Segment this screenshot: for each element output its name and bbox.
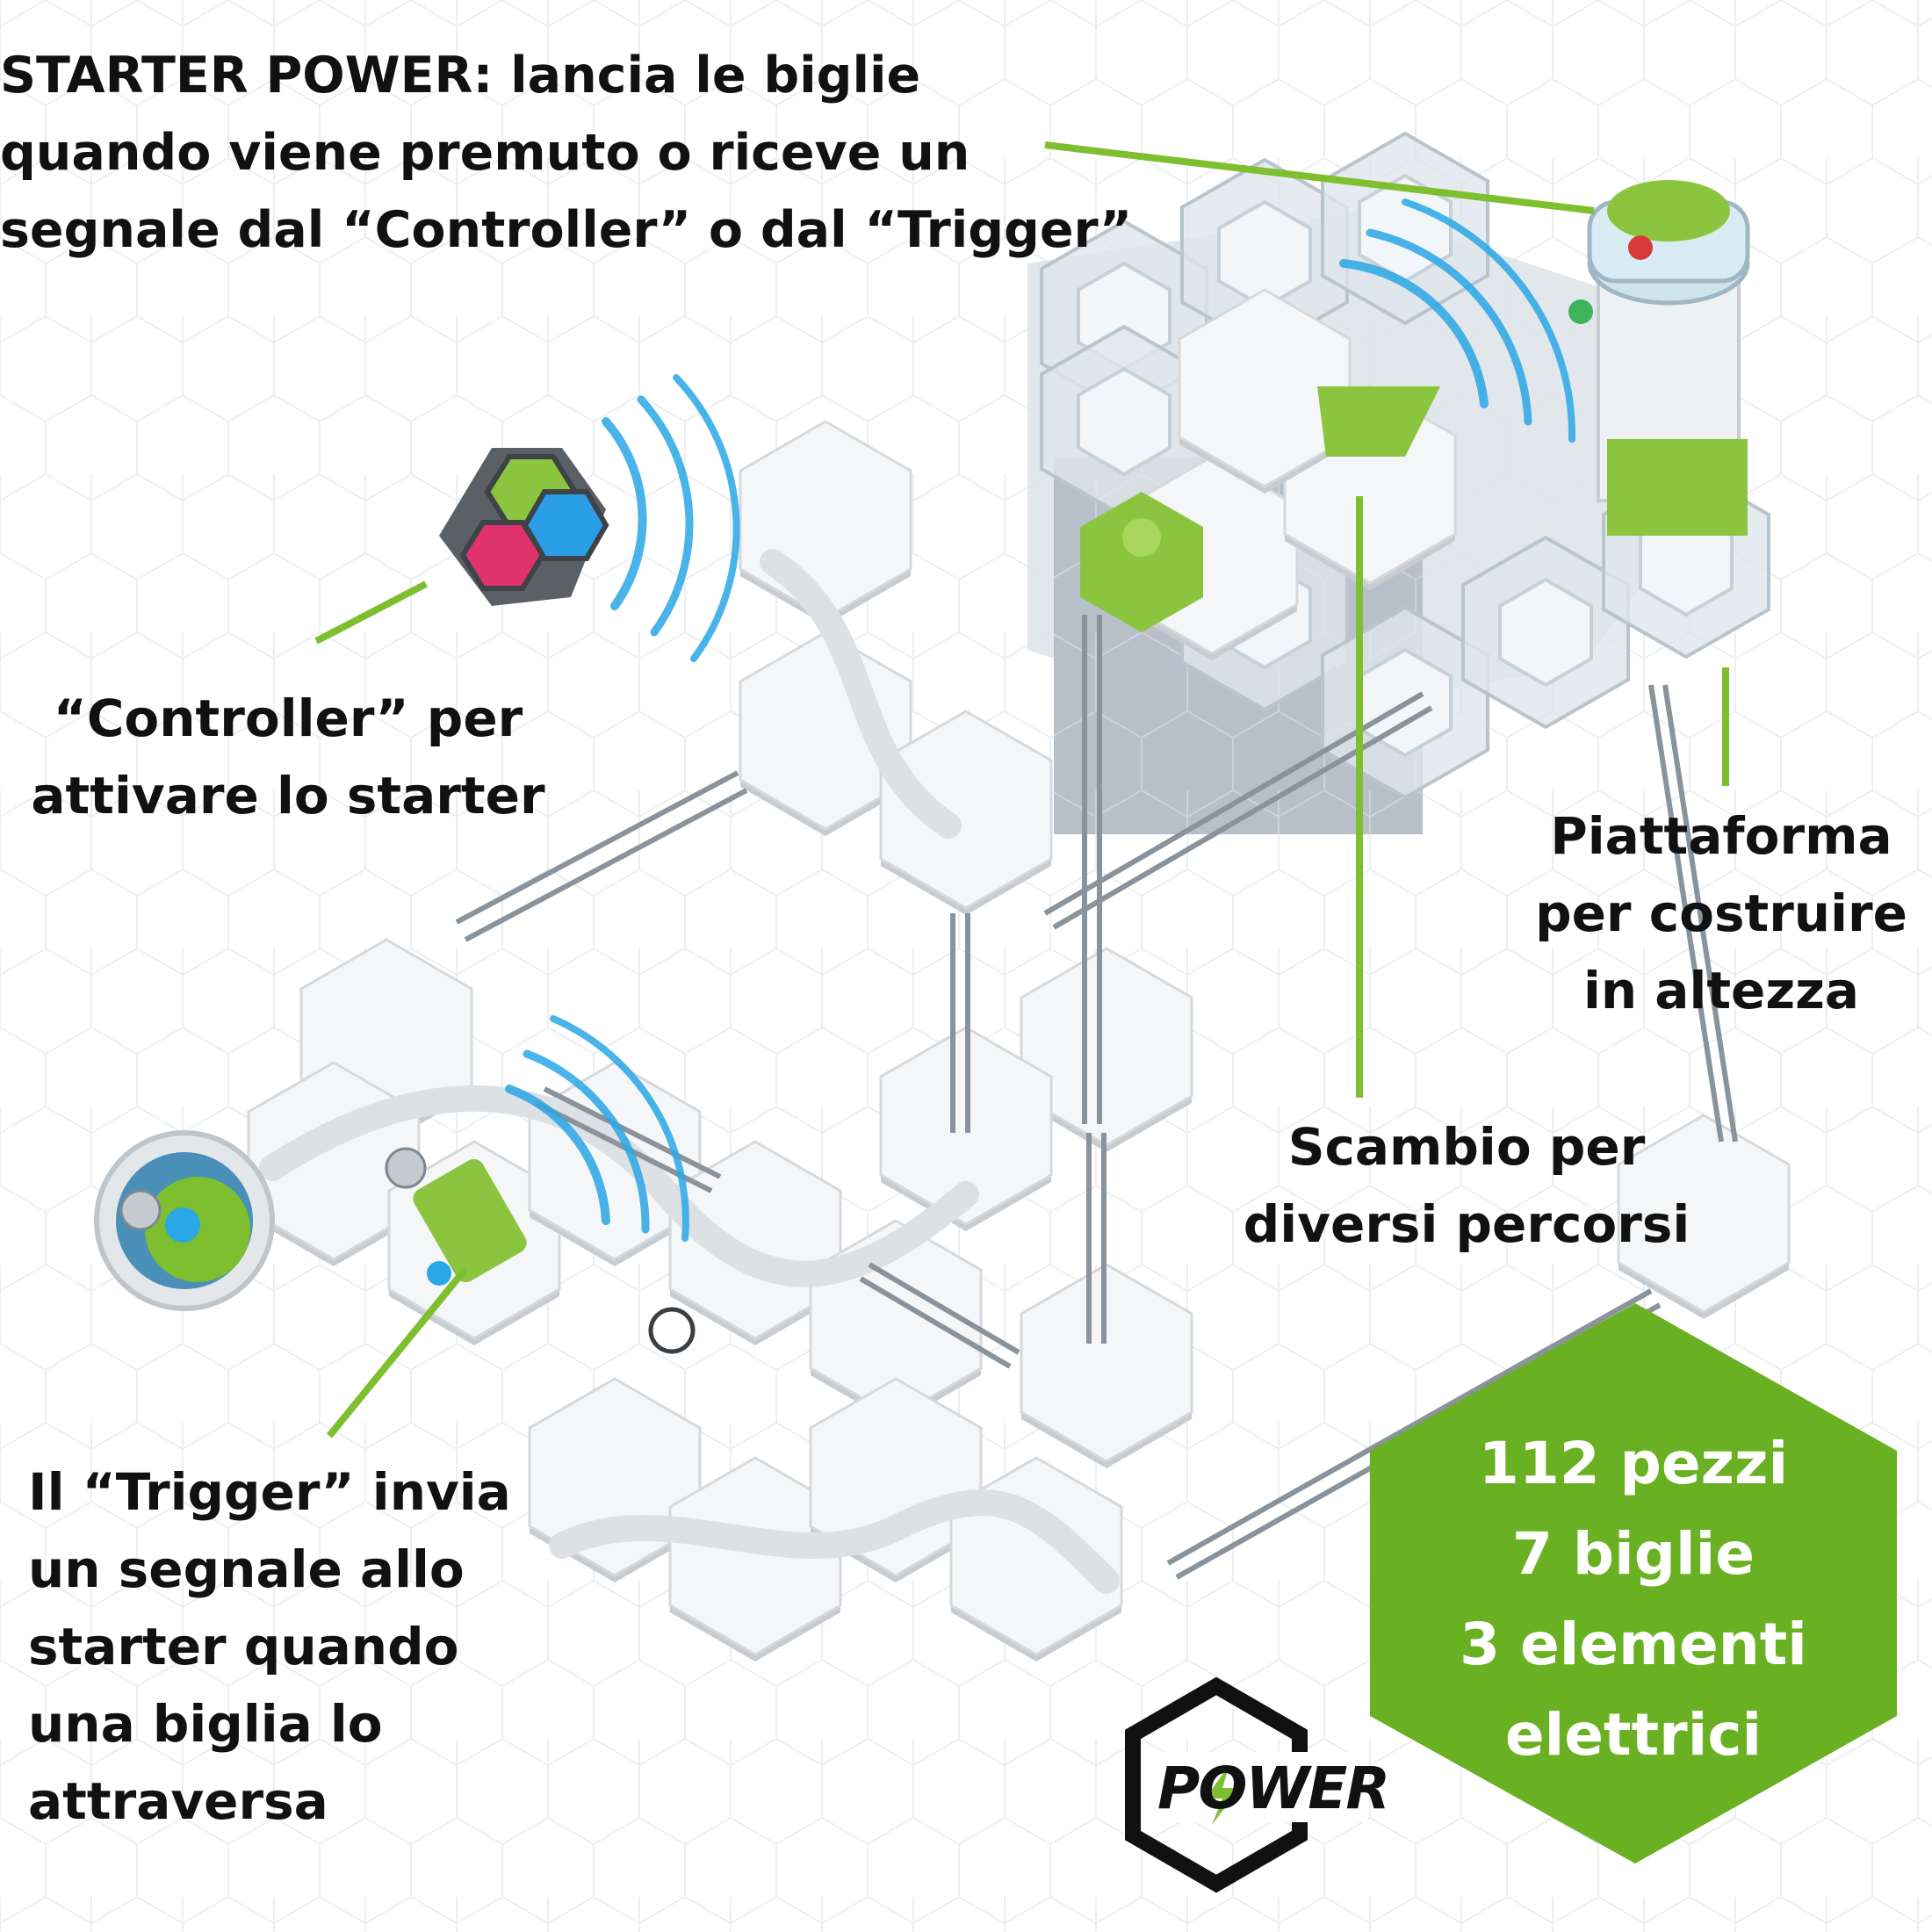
switch-line: diversi percorsi <box>1243 1194 1690 1254</box>
trigger-line: Il “Trigger” invia <box>28 1462 511 1522</box>
logo-text: POWER <box>1157 1755 1390 1822</box>
trigger-line: starter quando <box>28 1617 459 1676</box>
badge-line: 112 pezzi <box>1478 1430 1789 1497</box>
track-pieces <box>247 420 1791 1663</box>
platform-line: per costruire <box>1535 883 1907 943</box>
badge-line: 3 elementi <box>1460 1611 1807 1678</box>
starter-line: segnale dal “Controller” o dal “Trigger” <box>0 201 1133 259</box>
controller-device <box>439 448 609 606</box>
controller-line: “Controller” per <box>53 688 523 748</box>
controller-annotation: “Controller” per attivare lo starter <box>25 680 551 834</box>
badge-line: elettrici <box>1504 1701 1763 1769</box>
trigger-line: attraversa <box>28 1771 328 1831</box>
trigger-line: un segnale allo <box>28 1539 465 1599</box>
starter-line: STARTER POWER: lancia le biglie <box>0 47 921 105</box>
controller-line: attivare lo starter <box>31 766 545 825</box>
platform-line: Piattaforma <box>1550 806 1892 866</box>
starter-line: quando viene premuto o riceve un <box>0 124 970 182</box>
lightning-icon <box>1205 1765 1240 1825</box>
starter-annotation: STARTER POWER: lancia le biglie quando v… <box>0 37 1132 269</box>
trigger-annotation: Il “Trigger” invia un segnale allo start… <box>28 1453 511 1840</box>
logo <box>1125 1676 1368 1893</box>
switch-piece <box>1317 386 1440 457</box>
badge-line: 7 biglie <box>1511 1520 1755 1588</box>
signal-waves <box>505 198 1576 1242</box>
marble-cup <box>94 1130 275 1311</box>
platform-annotation: Piattaforma per costruire in altezza <box>1510 797 1932 1029</box>
switch-annotation: Scambio per diversi percorsi <box>1221 1108 1712 1263</box>
leader-lines <box>314 141 1729 1438</box>
platform-line: in altezza <box>1582 961 1860 1020</box>
starter-power <box>1568 180 1750 536</box>
badge-shape <box>1370 1303 1897 1864</box>
trigger-line: una biglia lo <box>28 1694 383 1754</box>
trigger-piece <box>385 1147 696 1354</box>
switch-line: Scambio per <box>1287 1117 1646 1177</box>
tower-piece <box>1080 492 1203 632</box>
badge: 112 pezzi 7 biglie 3 elementi elettrici <box>1370 1418 1897 1780</box>
